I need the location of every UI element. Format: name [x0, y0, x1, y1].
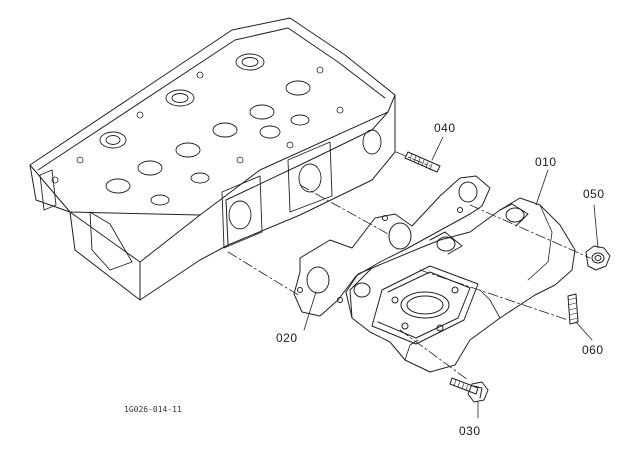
bolt-030 — [449, 377, 489, 403]
exhaust-manifold-010 — [345, 197, 576, 373]
callout-060: 060 — [582, 343, 604, 357]
center-lines — [227, 151, 591, 381]
leader-lines — [303, 136, 599, 419]
figure-code: 1G026-014-11 — [124, 405, 182, 414]
callout-020: 020 — [276, 331, 298, 345]
stud-bolt-040 — [404, 151, 441, 173]
nut-050 — [585, 245, 611, 271]
callout-050: 050 — [583, 187, 605, 201]
stud-060 — [567, 293, 579, 325]
callout-010: 010 — [535, 155, 557, 169]
gasket-020 — [293, 175, 491, 317]
callout-030: 030 — [459, 424, 481, 438]
callout-040: 040 — [434, 121, 456, 135]
cylinder-head — [29, 17, 396, 301]
